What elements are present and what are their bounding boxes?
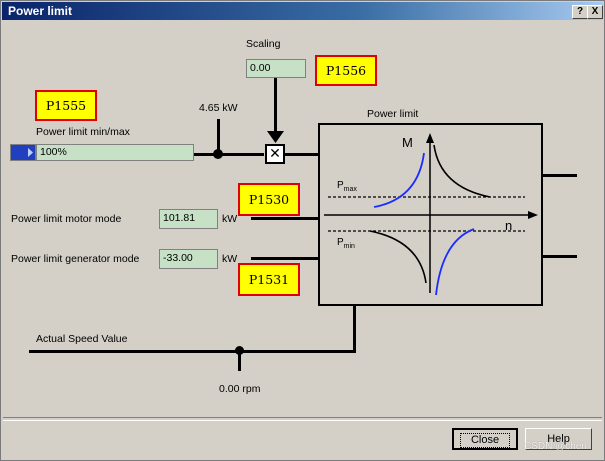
window-close-button[interactable]: X: [587, 5, 603, 19]
generator-mode-field[interactable]: -33.00: [159, 249, 218, 269]
signal-line: [194, 153, 264, 156]
context-help-button[interactable]: ?: [572, 5, 588, 19]
footer-separator: [3, 417, 602, 421]
generator-mode-unit: kW: [222, 253, 238, 265]
motor-mode-label: Power limit motor mode: [11, 213, 122, 225]
junction-dot: [235, 346, 244, 355]
speed-line: [29, 350, 356, 353]
arrow-down-icon: [267, 131, 284, 143]
power-min-max-field[interactable]: 100%: [36, 144, 194, 161]
signal-line: [251, 217, 319, 220]
close-button[interactable]: Close: [452, 428, 518, 450]
power-limit-diagram: M n Pmax Pmin: [318, 123, 543, 306]
motor-mode-field[interactable]: 101.81: [159, 209, 218, 229]
help-button[interactable]: Help: [525, 428, 592, 450]
signal-line: [285, 153, 319, 156]
p1555-tag: P1555: [35, 90, 97, 121]
signal-line: [251, 257, 319, 260]
motor-mode-unit: kW: [222, 213, 238, 225]
speed-line: [238, 351, 241, 371]
speed-label: Actual Speed Value: [36, 333, 128, 345]
window-title: Power limit: [8, 4, 73, 18]
scaling-field[interactable]: 0.00: [246, 59, 306, 78]
output-line: [543, 174, 577, 177]
scaling-label: Scaling: [246, 38, 281, 50]
signal-line: [274, 78, 277, 135]
output-line: [543, 255, 577, 258]
torque-speed-graph: [324, 133, 538, 296]
slider-arrow-icon: [28, 148, 33, 157]
signal-line: [217, 119, 220, 155]
speed-line: [353, 306, 356, 353]
p1530-tag: P1530: [238, 183, 300, 216]
power-min-max-label: Power limit min/max: [36, 126, 130, 138]
multiply-block: ✕: [265, 144, 285, 164]
title-bar: Power limit ? X: [2, 2, 603, 20]
speed-value: 0.00 rpm: [219, 383, 261, 395]
power-kw-value: 4.65 kW: [199, 102, 238, 114]
pmin-label: Pmin: [337, 237, 355, 250]
p1531-tag: P1531: [238, 263, 300, 296]
axis-n-label: n: [505, 218, 513, 233]
axis-m-label: M: [402, 135, 413, 150]
diagram-title: Power limit: [367, 108, 419, 120]
generator-mode-label: Power limit generator mode: [11, 253, 140, 265]
p1556-tag: P1556: [315, 55, 377, 86]
pmax-label: Pmax: [337, 180, 357, 193]
power-slider-button[interactable]: [10, 144, 36, 161]
watermark-text: CSDN @chen: [524, 441, 587, 452]
